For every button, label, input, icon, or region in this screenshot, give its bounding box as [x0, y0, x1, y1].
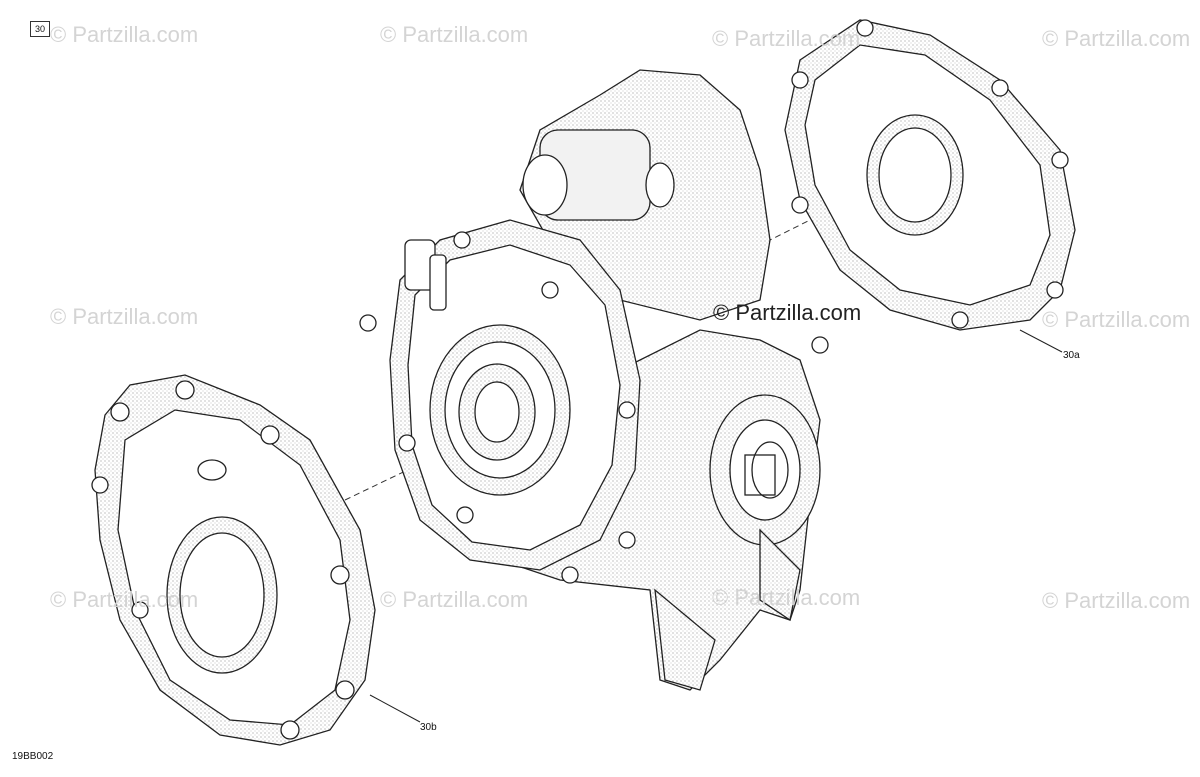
watermark-text: © Partzilla.com: [50, 587, 199, 612]
center-watermark: © Partzilla.com: [713, 300, 862, 325]
diagram-number-box: 30: [30, 21, 50, 37]
drawing-code: 19BB002: [12, 751, 54, 762]
watermark-text: © Partzilla.com: [1042, 588, 1191, 613]
watermark-text: © Partzilla.com: [1042, 26, 1191, 51]
watermark-text: © Partzilla.com: [712, 585, 861, 610]
watermark-text: © Partzilla.com: [50, 22, 199, 47]
callout-30a: 30a: [1063, 350, 1080, 361]
watermark-text: © Partzilla.com: [380, 22, 529, 47]
left-cover-part: [91, 374, 376, 746]
watermark-text: © Partzilla.com: [712, 26, 861, 51]
callout-leaders: [369, 329, 1063, 723]
right-cover-part: [784, 19, 1076, 331]
watermark-text: © Partzilla.com: [50, 304, 199, 329]
callout-30b: 30b: [420, 722, 437, 733]
watermark-text: © Partzilla.com: [1042, 307, 1191, 332]
gearbox-housing-part: [359, 69, 829, 691]
watermark-text: © Partzilla.com: [380, 587, 529, 612]
